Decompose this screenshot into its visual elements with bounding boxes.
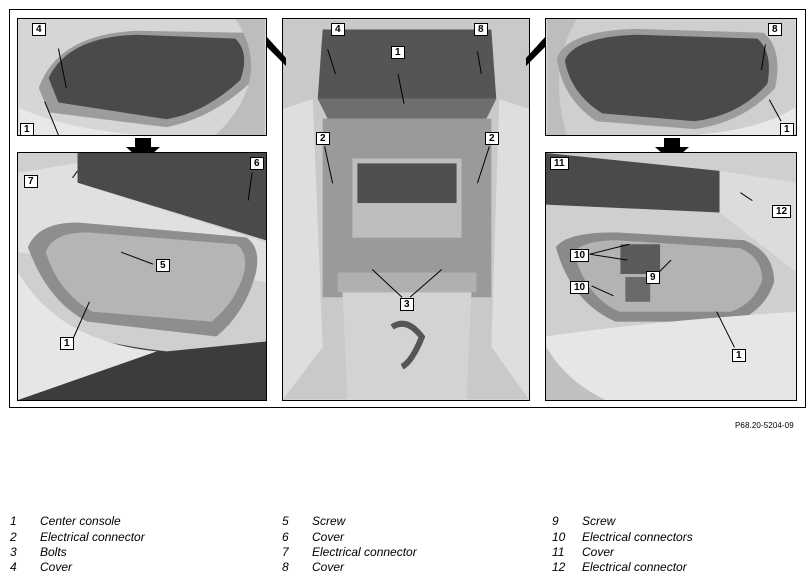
callout-1: 1 — [391, 46, 405, 59]
legend-text: Cover — [582, 545, 615, 559]
callout-5: 5 — [156, 259, 170, 272]
legend-number: 10 — [552, 530, 566, 544]
legend-text: Electrical connectors — [582, 530, 693, 544]
panel-top-right-drawing — [547, 19, 795, 135]
panel-bottom-left-drawing — [18, 153, 266, 400]
callout-1: 1 — [60, 337, 74, 350]
panel-center-drawing — [283, 19, 529, 400]
panel-bottom-left: 6 7 5 1 — [17, 152, 267, 401]
legend-number: 12 — [552, 560, 566, 574]
figure-frame — [9, 9, 806, 408]
callout-10: 10 — [570, 281, 590, 294]
panel-top-left-drawing — [19, 19, 265, 135]
panel-top-left: 4 1 — [17, 18, 267, 136]
legend-number: 2 — [10, 530, 17, 544]
legend-text: Cover — [312, 560, 345, 574]
callout-1: 1 — [780, 123, 794, 135]
callout-1: 1 — [20, 123, 34, 135]
callout-8: 8 — [474, 23, 488, 36]
figure-reference: P68.20-5204-09 — [735, 421, 794, 430]
legend-text: Screw — [582, 514, 616, 528]
legend-number: 6 — [282, 530, 289, 544]
callout-3: 3 — [400, 298, 414, 311]
legend-text: Cover — [40, 560, 73, 574]
legend-text: Bolts — [40, 545, 67, 559]
legend-text: Electrical connector — [40, 530, 145, 544]
legend-text: Cover — [312, 530, 345, 544]
callout-1: 1 — [732, 349, 746, 362]
callout-9: 9 — [646, 271, 660, 284]
callout-12: 12 — [772, 205, 792, 218]
down-arrow-right — [655, 138, 689, 162]
callout-4: 4 — [331, 23, 345, 36]
legend-number: 5 — [282, 514, 289, 528]
leader-wedge-left — [266, 36, 286, 66]
callout-11: 11 — [550, 157, 569, 170]
panel-center: 4 1 8 2 2 3 — [282, 18, 530, 401]
legend-text: Screw — [312, 514, 346, 528]
panel-bottom-right: 11 12 10 9 10 1 — [545, 152, 797, 401]
legend-number: 4 — [10, 560, 17, 574]
legend-number: 3 — [10, 545, 17, 559]
callout-2-left: 2 — [316, 132, 330, 145]
panel-top-right: 8 1 — [545, 18, 797, 136]
callout-8: 8 — [768, 23, 782, 36]
legend-number: 8 — [282, 560, 289, 574]
callout-7: 7 — [24, 175, 38, 188]
legend-text: Electrical connector — [312, 545, 417, 559]
callout-10: 10 — [570, 249, 590, 262]
legend-number: 7 — [282, 545, 289, 559]
callout-6: 6 — [250, 157, 264, 170]
callout-4: 4 — [32, 23, 46, 36]
legend-number: 1 — [10, 514, 17, 528]
legend-text: Electrical connector — [582, 560, 687, 574]
legend-number: 9 — [552, 514, 559, 528]
callout-2-right: 2 — [485, 132, 499, 145]
legend-text: Center console — [40, 514, 121, 528]
leader-wedge-right — [526, 36, 546, 66]
legend-number: 11 — [552, 545, 565, 559]
down-arrow-left — [126, 138, 160, 162]
panel-bottom-right-drawing — [546, 153, 796, 400]
